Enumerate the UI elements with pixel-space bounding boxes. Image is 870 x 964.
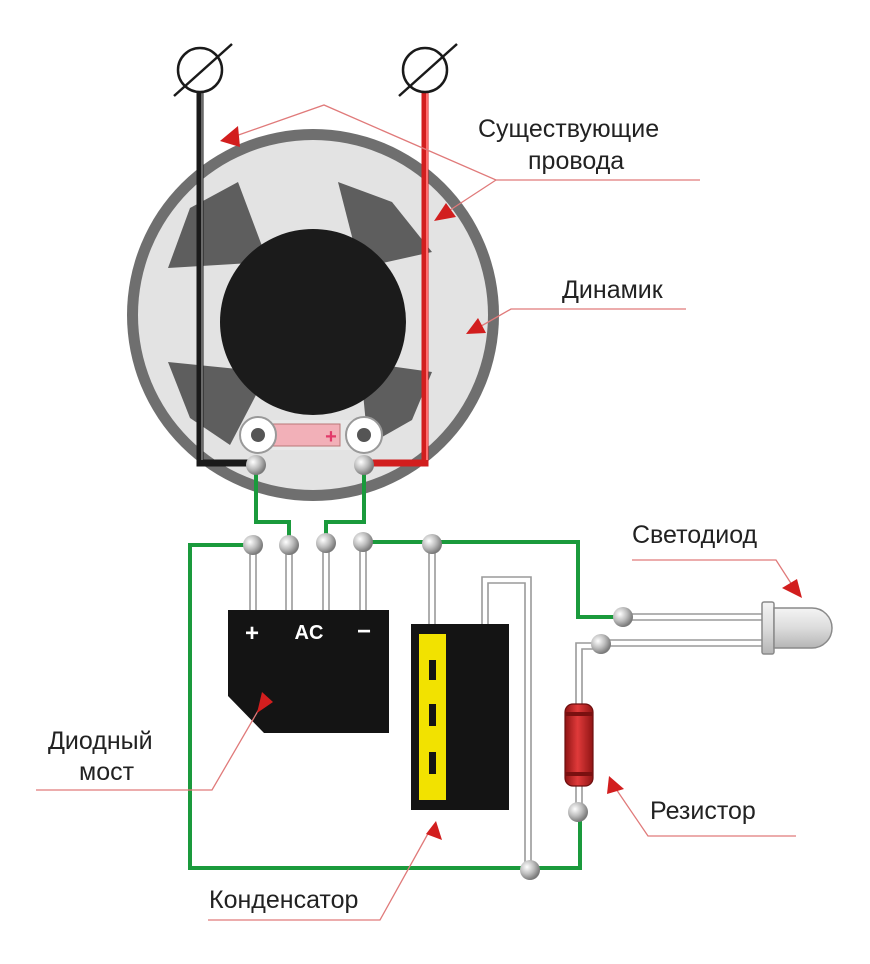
wire-ground-loop [188, 543, 582, 870]
speaker-plus-mark: + [325, 426, 337, 448]
junction-dot [353, 532, 373, 552]
existing-wires [173, 43, 458, 467]
junction-dot [613, 607, 633, 627]
labels: Существующие провода Динамик Светодиод Д… [48, 115, 758, 914]
junction-dot [246, 455, 266, 475]
callout-lines [36, 104, 796, 921]
junction-dot [568, 802, 588, 822]
junction-dot [520, 860, 540, 880]
wire-plus-to-led [364, 540, 622, 619]
junction-dot [591, 634, 611, 654]
junction-dot [243, 535, 263, 555]
terminal-symbol-right-icon [398, 43, 458, 97]
led-dome [773, 607, 833, 649]
led [761, 601, 833, 655]
resistor [564, 703, 594, 787]
junction-dot [422, 534, 442, 554]
label-diode-bridge-line2: мост [79, 758, 135, 786]
callout-arrowheads [220, 126, 802, 840]
arrow-icon [257, 692, 273, 713]
led-flange [761, 601, 775, 655]
arrow-icon [434, 203, 456, 221]
label-resistor: Резистор [650, 797, 756, 825]
diode-bridge: + AC − [228, 610, 389, 733]
connection-dots [243, 455, 633, 880]
terminal-symbol-left-icon [173, 43, 233, 97]
wire-speaker-to-ac2 [324, 466, 366, 543]
arrow-icon [466, 318, 486, 334]
black-wire [196, 92, 256, 467]
circuit-wires [188, 466, 622, 870]
label-diode-bridge-line1: Диодный [48, 727, 153, 755]
label-existing-wires-line1: Существующие [478, 115, 659, 143]
component-leads [249, 543, 764, 870]
speaker-magnet [220, 229, 406, 415]
arrow-icon [782, 579, 802, 598]
bridge-pin-plus: + [245, 620, 259, 647]
speaker: + [127, 129, 499, 501]
junction-dot [279, 535, 299, 555]
wire-speaker-to-ac1 [254, 466, 291, 545]
red-wire [364, 92, 429, 467]
junction-dot [354, 455, 374, 475]
bridge-pin-minus: − [357, 618, 371, 645]
junction-dot [316, 533, 336, 553]
label-capacitor: Конденсатор [209, 886, 358, 914]
label-led: Светодиод [632, 521, 758, 549]
arrow-icon [426, 821, 442, 840]
label-existing-wires-line2: провода [528, 147, 624, 175]
label-speaker: Динамик [562, 276, 664, 304]
arrow-icon [220, 126, 240, 147]
resistor-body [564, 703, 594, 787]
arrow-icon [607, 776, 624, 794]
bridge-pin-ac: AC [295, 622, 324, 644]
capacitor [411, 624, 509, 810]
